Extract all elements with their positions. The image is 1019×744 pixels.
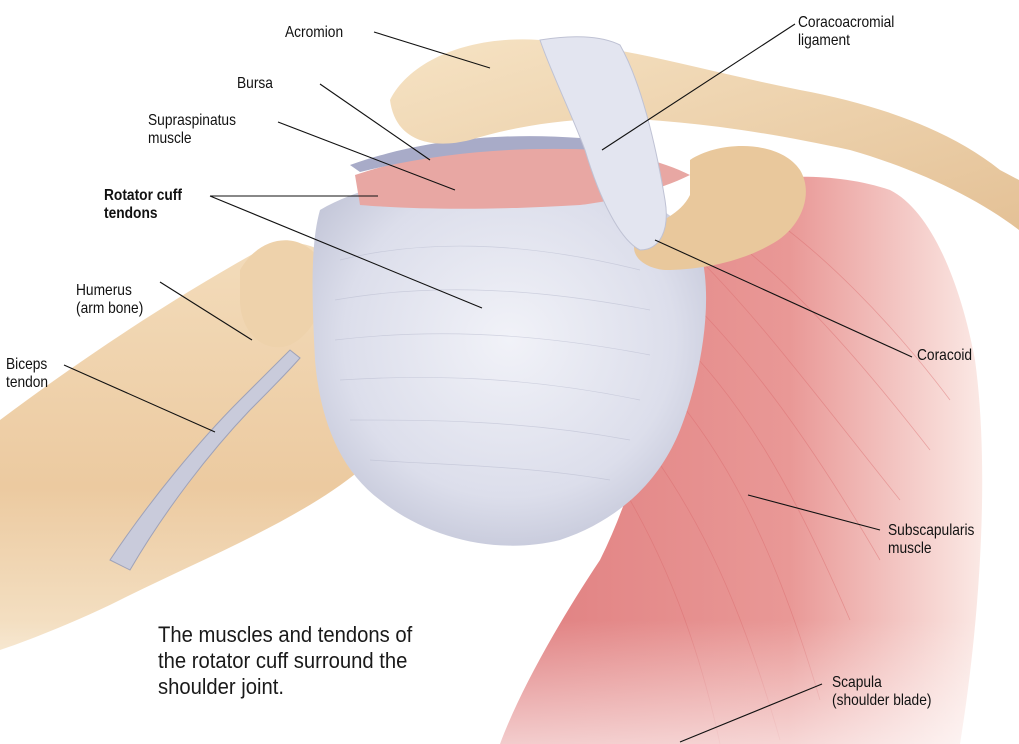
label-acromion: Acromion — [285, 24, 343, 42]
subscapularis-text-1: Subscapularis — [888, 522, 974, 540]
label-coracoid: Coracoid — [917, 347, 972, 365]
label-supraspinatus: Supraspinatus muscle — [148, 112, 236, 148]
caption-line-1: The muscles and tendons of — [158, 622, 412, 648]
label-bursa: Bursa — [237, 75, 273, 93]
supraspinatus-text-1: Supraspinatus — [148, 112, 236, 130]
figure-caption: The muscles and tendons of the rotator c… — [158, 622, 412, 700]
coracoacromial-text-1: Coracoacromial — [798, 14, 894, 32]
caption-line-3: shoulder joint. — [158, 674, 412, 700]
acromion-text: Acromion — [285, 24, 343, 41]
coracoacromial-text-2: ligament — [798, 32, 894, 50]
rotator-cuff-text-2: tendons — [104, 205, 182, 223]
label-biceps-tendon: Biceps tendon — [6, 356, 48, 392]
humerus-text-1: Humerus — [76, 282, 143, 300]
bursa-text: Bursa — [237, 75, 273, 92]
label-coracoacromial-ligament: Coracoacromial ligament — [798, 14, 894, 50]
label-subscapularis: Subscapularis muscle — [888, 522, 974, 558]
caption-line-2: the rotator cuff surround the — [158, 648, 412, 674]
humerus-text-2: (arm bone) — [76, 300, 143, 318]
scapula-text-1: Scapula — [832, 674, 931, 692]
label-humerus: Humerus (arm bone) — [76, 282, 143, 318]
coracoid-text: Coracoid — [917, 347, 972, 364]
biceps-text-2: tendon — [6, 374, 48, 392]
label-scapula: Scapula (shoulder blade) — [832, 674, 931, 710]
scapula-text-2: (shoulder blade) — [832, 692, 931, 710]
rotator-cuff-text-1: Rotator cuff — [104, 187, 182, 205]
biceps-text-1: Biceps — [6, 356, 48, 374]
supraspinatus-text-2: muscle — [148, 130, 236, 148]
subscapularis-text-2: muscle — [888, 540, 974, 558]
label-rotator-cuff-tendons: Rotator cuff tendons — [104, 187, 182, 223]
